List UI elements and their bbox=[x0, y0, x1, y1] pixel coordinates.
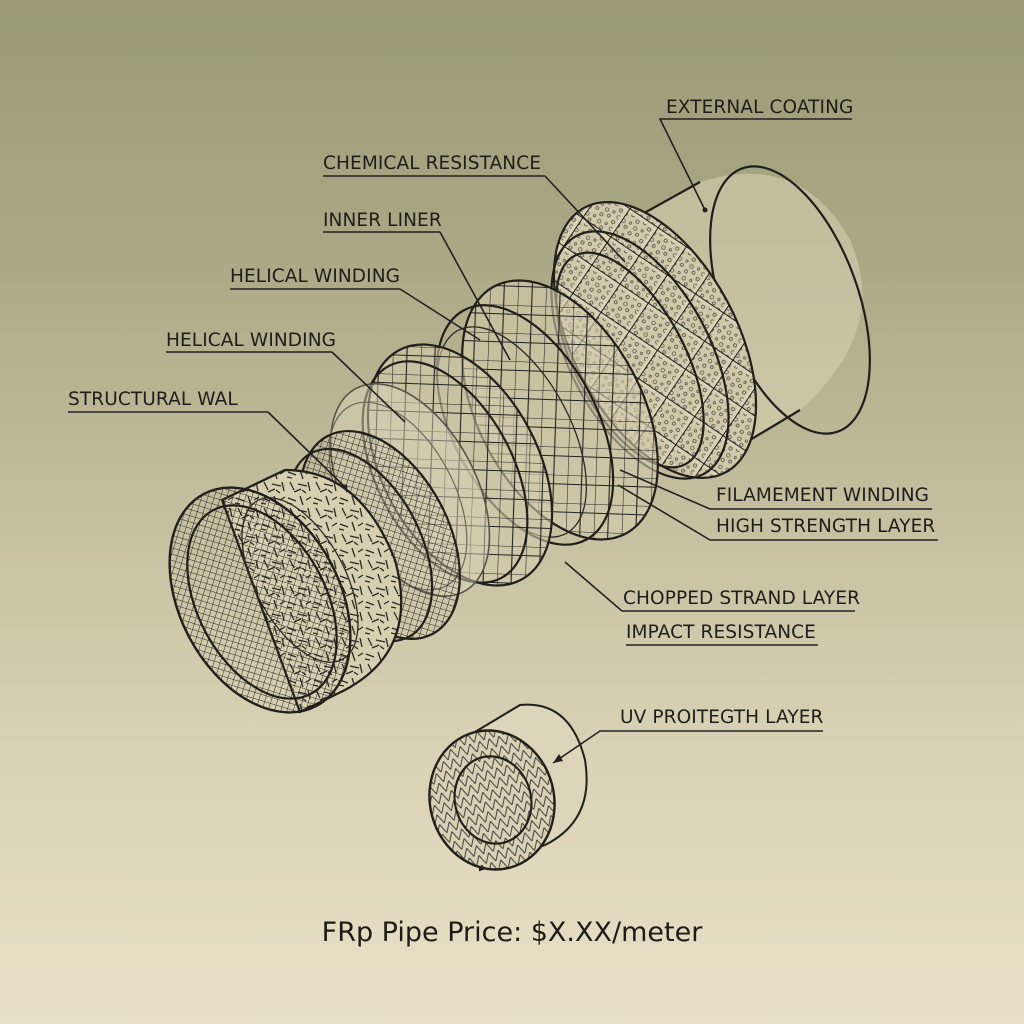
label-structural-wall: STRUCTURAL WAL bbox=[68, 389, 238, 410]
label-helical-winding-2: HELICAL WINDING bbox=[166, 330, 336, 351]
label-high-strength-layer: HIGH STRENGTH LAYER bbox=[716, 516, 935, 537]
label-chopped-strand-layer: CHOPPED STRAND LAYER bbox=[623, 588, 860, 609]
uv-protection-ring bbox=[428, 703, 588, 872]
label-helical-winding-1: HELICAL WINDING bbox=[230, 266, 400, 287]
structural-wall-ring bbox=[168, 468, 403, 714]
price-caption: FRp Pipe Price: $X.XX/meter bbox=[321, 917, 703, 948]
label-chemical-resistance: CHEMICAL RESISTANCE bbox=[323, 153, 541, 174]
leader-lines bbox=[68, 118, 938, 764]
label-impact-resistance: IMPACT RESISTANCE bbox=[626, 622, 816, 643]
label-filament-winding: FILAMEMENT WINDING bbox=[716, 485, 929, 506]
label-inner-liner: INNER LINER bbox=[323, 210, 442, 231]
label-uv-protection-layer: UV PROITEGTH LAYER bbox=[620, 707, 824, 728]
label-external-coating: EXTERNAL COATING bbox=[666, 97, 853, 118]
layer-labels: EXTERNAL COATING CHEMICAL RESISTANCE INN… bbox=[68, 97, 935, 728]
